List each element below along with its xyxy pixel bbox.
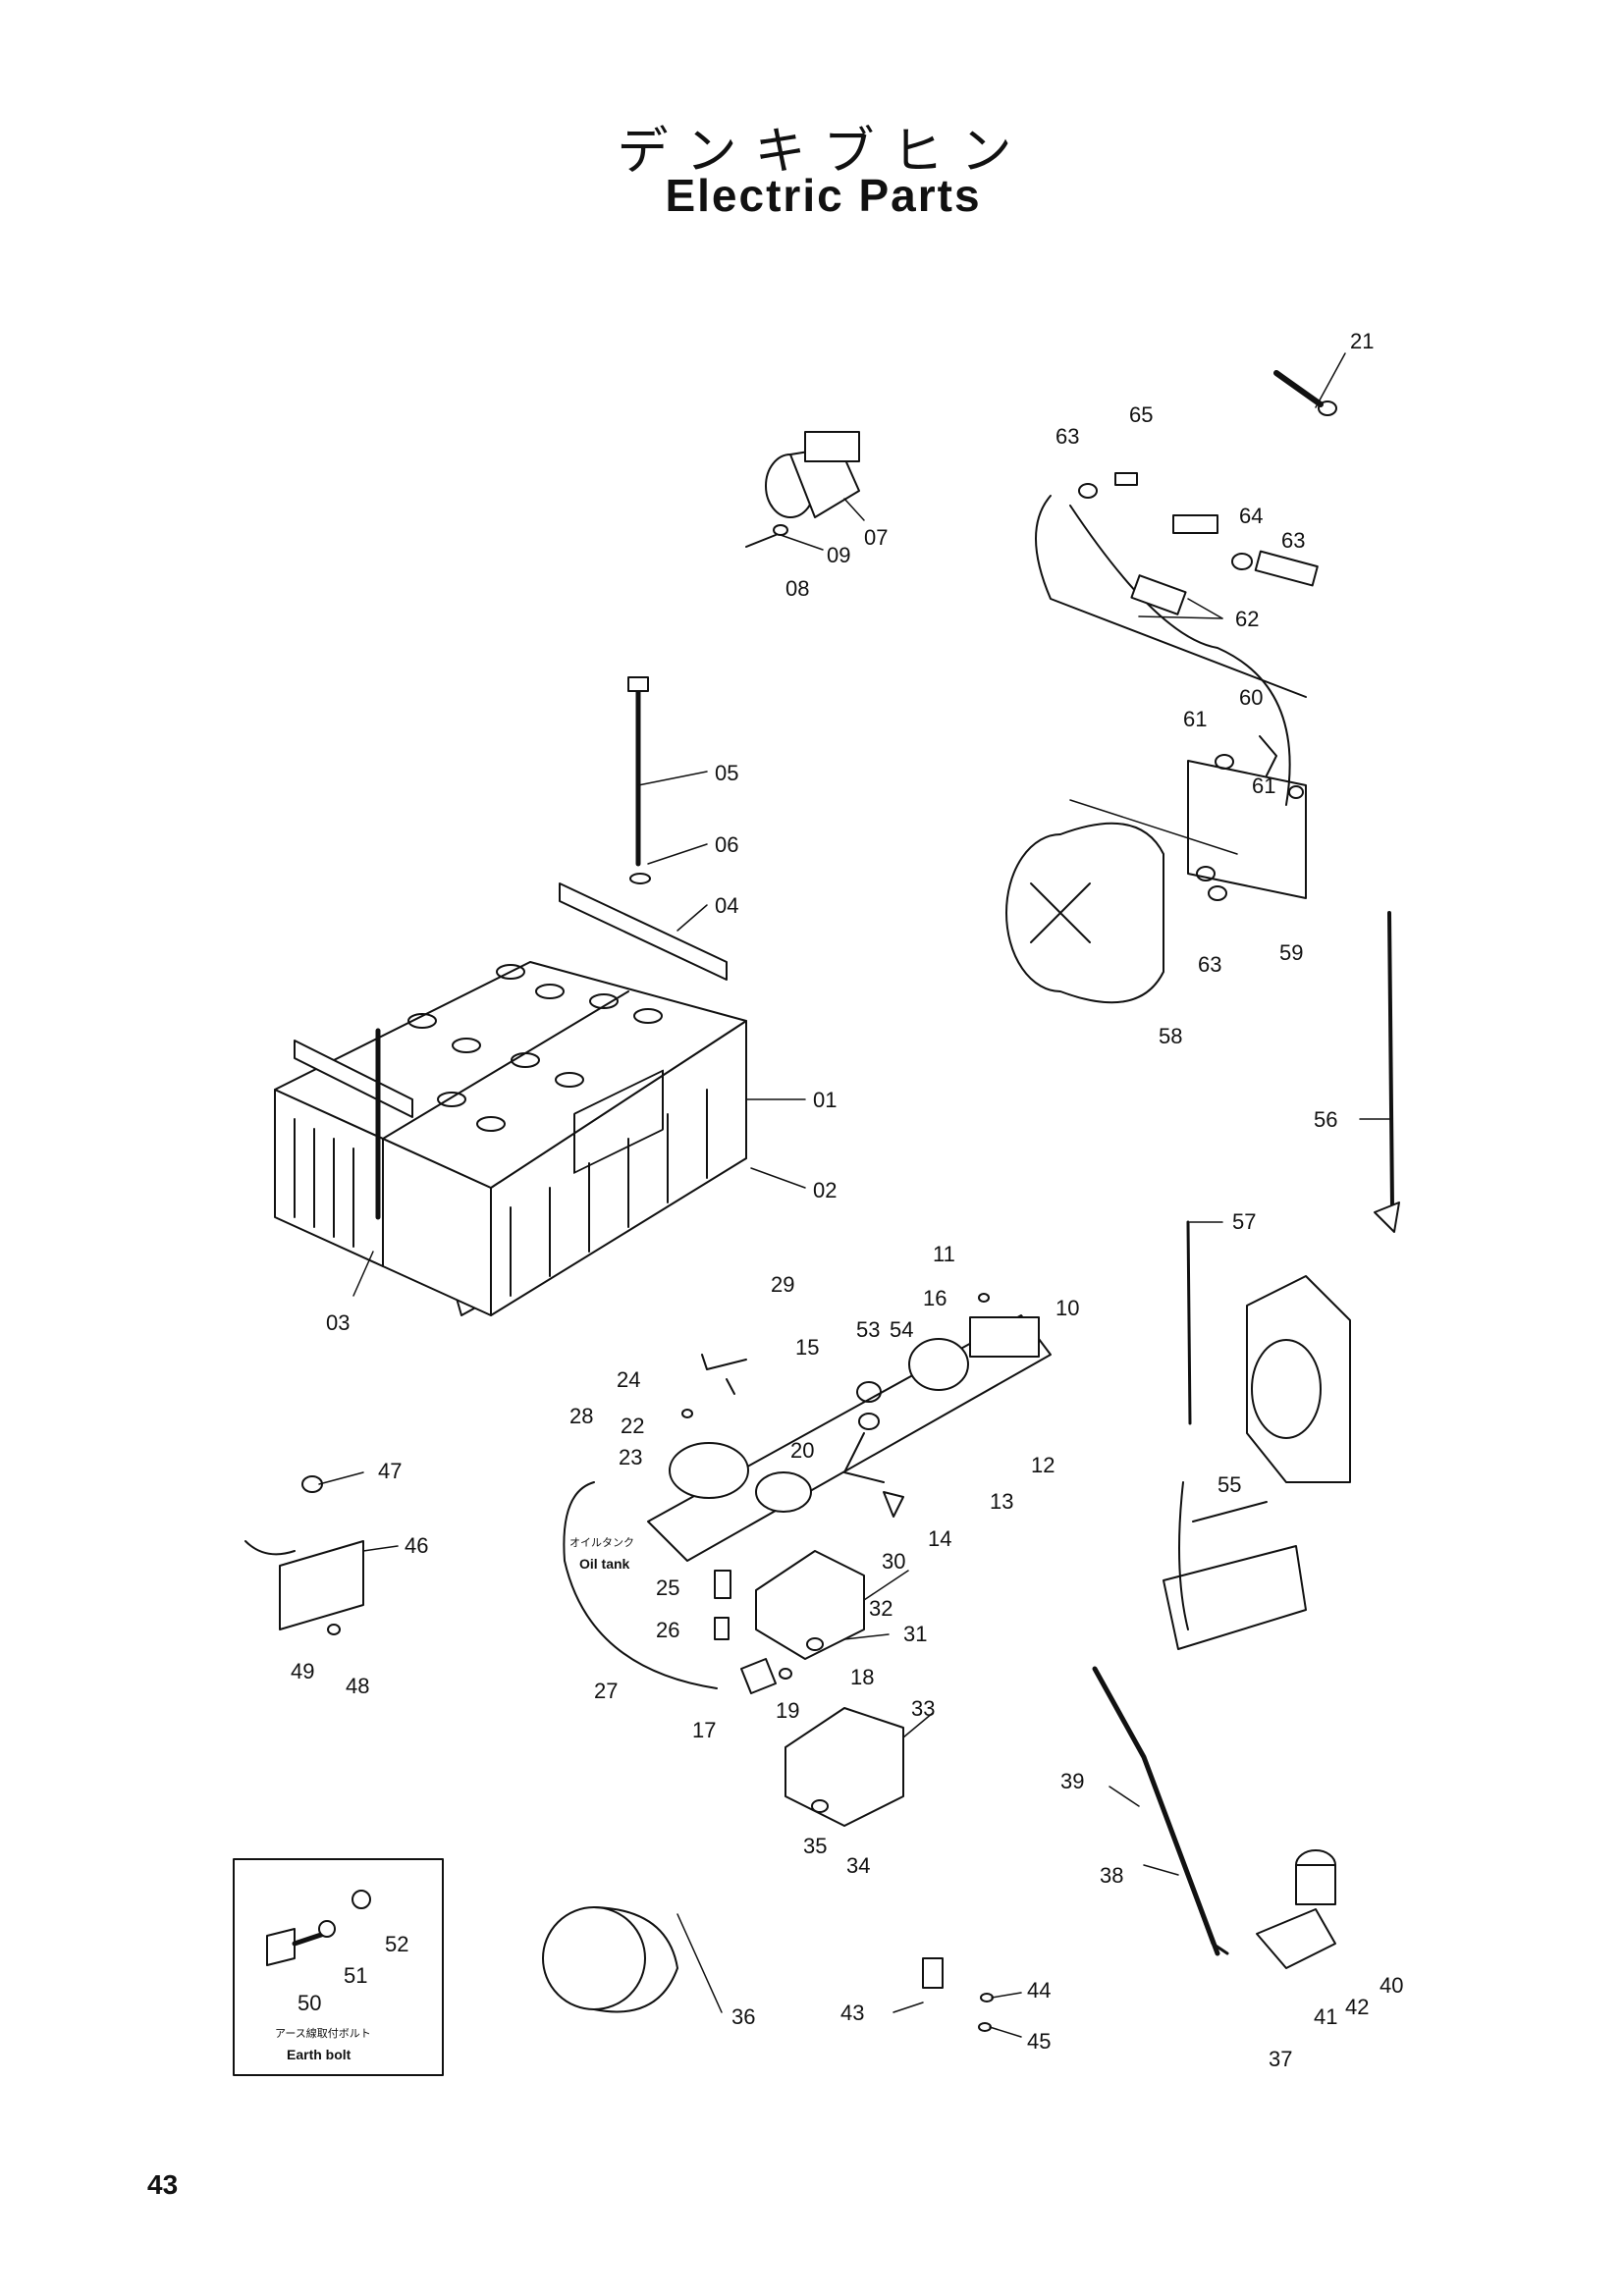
label-11: 11 (933, 1242, 955, 1266)
label-32: 32 (869, 1596, 893, 1621)
label-18: 18 (850, 1665, 874, 1689)
label-59: 59 (1279, 940, 1303, 965)
earth-bolt-inset (233, 1858, 444, 2076)
label-49: 49 (291, 1659, 314, 1683)
label-22: 22 (621, 1414, 644, 1438)
label-63a: 63 (1055, 424, 1079, 449)
earth-bolt-text: アース線取付ボルト Earth bolt (275, 2026, 371, 2062)
label-56: 56 (1314, 1107, 1337, 1132)
label-38: 38 (1100, 1863, 1123, 1888)
label-06: 06 (715, 832, 738, 857)
horn-assembly (745, 431, 860, 548)
label-03: 03 (326, 1310, 350, 1335)
head-lamp (542, 1906, 678, 2013)
label-09: 09 (827, 543, 850, 567)
label-01: 01 (813, 1088, 837, 1112)
label-40: 40 (1380, 1973, 1403, 1998)
label-25: 25 (656, 1575, 679, 1600)
label-10: 10 (1055, 1296, 1079, 1320)
part-labels: 01 02 03 04 05 06 07 08 09 10 11 12 13 1… (291, 329, 1403, 2071)
label-39: 39 (1060, 1769, 1084, 1793)
wiring-parts (563, 1354, 747, 1689)
label-55: 55 (1217, 1472, 1241, 1497)
label-52: 52 (385, 1932, 408, 1956)
label-43: 43 (840, 2001, 864, 2025)
label-23: 23 (619, 1445, 642, 1469)
label-33: 33 (911, 1696, 935, 1721)
label-26: 26 (656, 1618, 679, 1642)
label-28: 28 (569, 1404, 593, 1428)
label-37: 37 (1269, 2047, 1292, 2071)
label-35: 35 (803, 1834, 827, 1858)
label-65: 65 (1129, 402, 1153, 427)
label-27: 27 (594, 1679, 618, 1703)
regulator-parts (740, 1550, 904, 1827)
label-29: 29 (771, 1272, 794, 1297)
label-62: 62 (1235, 607, 1259, 631)
label-46: 46 (405, 1533, 428, 1558)
label-07: 07 (864, 525, 888, 550)
label-05: 05 (715, 761, 738, 785)
label-58: 58 (1159, 1024, 1182, 1048)
label-30: 30 (882, 1549, 905, 1574)
radio-assembly (1163, 1275, 1351, 1650)
antenna-rods (1186, 911, 1400, 1425)
label-21: 21 (1350, 329, 1374, 353)
label-17: 17 (692, 1718, 716, 1742)
label-63c: 63 (1198, 952, 1221, 977)
page-number: 43 (147, 2169, 179, 2200)
label-36: 36 (731, 2004, 755, 2029)
label-63b: 63 (1281, 528, 1305, 553)
label-47: 47 (378, 1459, 402, 1483)
label-64: 64 (1239, 504, 1263, 528)
work-lamp-assembly (1005, 370, 1337, 1004)
battery-group (274, 676, 747, 1316)
label-50: 50 (298, 1991, 321, 2015)
label-61a: 61 (1183, 707, 1207, 731)
oil-tank-note: オイルタンク Oil tank (569, 1536, 634, 1572)
label-51: 51 (344, 1963, 367, 1988)
label-04: 04 (715, 893, 738, 918)
earth-bolt-japanese: アース線取付ボルト (275, 2026, 371, 2040)
label-53: 53 (856, 1317, 880, 1342)
label-14: 14 (928, 1526, 951, 1551)
leader-lines (318, 352, 1390, 2038)
label-60: 60 (1239, 685, 1263, 710)
instrument-panel (647, 1293, 1052, 1562)
oil-tank-japanese: オイルタンク (569, 1536, 634, 1549)
label-41: 41 (1314, 2004, 1337, 2029)
wiper-assembly (1092, 1666, 1336, 1969)
earth-bolt-english: Earth bolt (287, 2047, 352, 2062)
oil-tank-english: Oil tank (579, 1556, 630, 1572)
label-31: 31 (903, 1622, 927, 1646)
label-54: 54 (890, 1317, 913, 1342)
small-parts (244, 1475, 994, 2032)
label-19: 19 (776, 1698, 799, 1723)
label-24: 24 (617, 1367, 640, 1392)
label-44: 44 (1027, 1978, 1051, 2002)
label-15: 15 (795, 1335, 819, 1360)
label-20: 20 (790, 1438, 814, 1463)
label-12: 12 (1031, 1453, 1055, 1477)
label-16: 16 (923, 1286, 947, 1310)
label-08: 08 (785, 576, 809, 601)
title-japanese: デンキブヒン (617, 123, 1030, 182)
label-13: 13 (990, 1489, 1013, 1514)
label-48: 48 (346, 1674, 369, 1698)
label-02: 02 (813, 1178, 837, 1202)
label-57: 57 (1232, 1209, 1256, 1234)
label-45: 45 (1027, 2029, 1051, 2054)
title-english: Electric Parts (665, 170, 982, 221)
label-34: 34 (846, 1853, 870, 1878)
label-42: 42 (1345, 1995, 1369, 2019)
label-61b: 61 (1252, 774, 1275, 798)
